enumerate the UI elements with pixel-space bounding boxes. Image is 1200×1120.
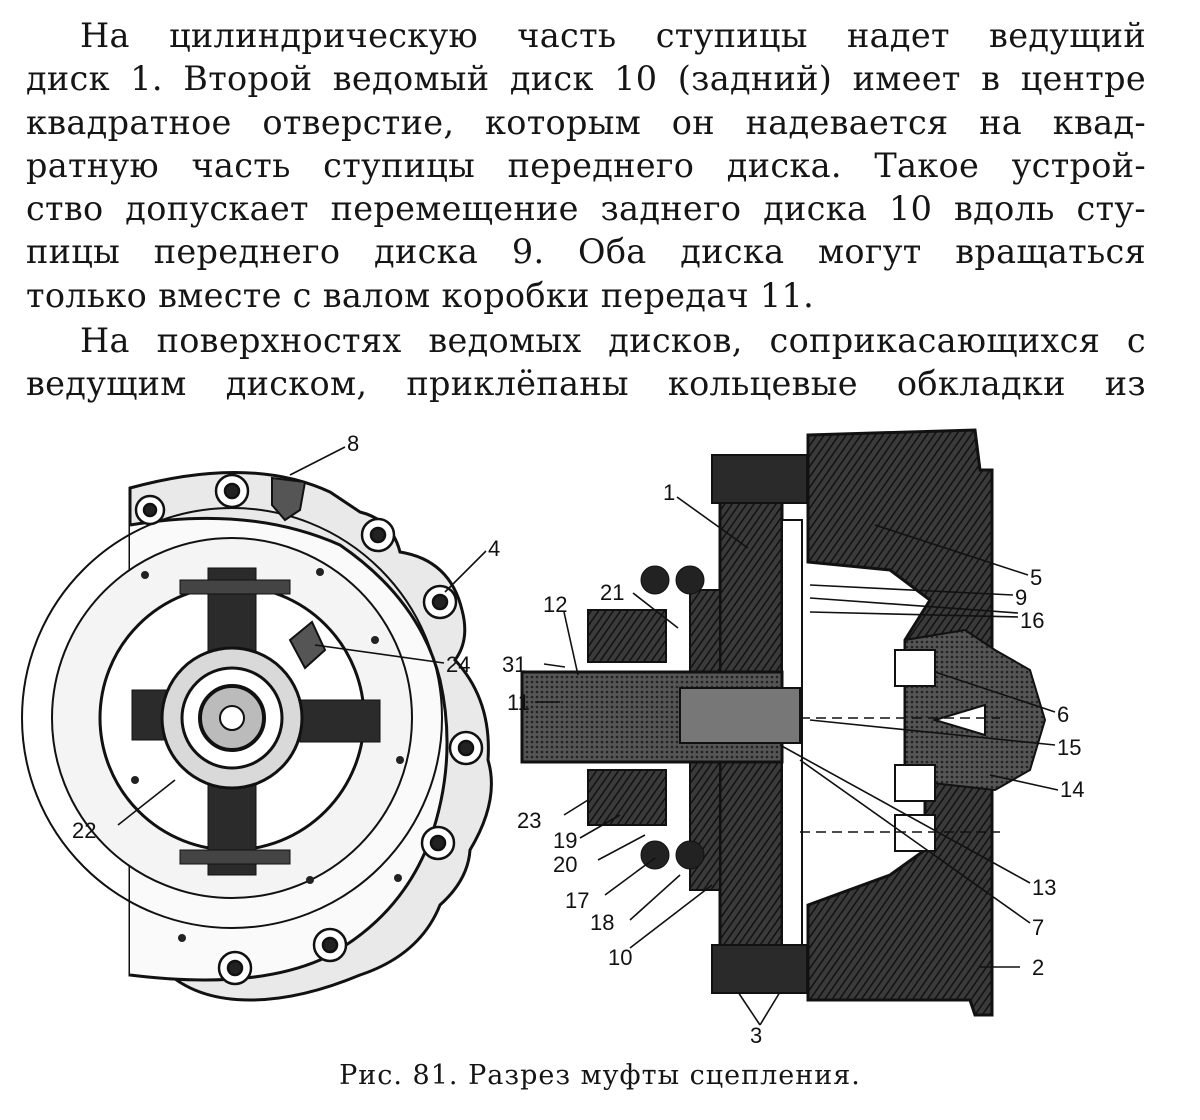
label-20: 20 (553, 852, 577, 877)
label-11: 11 (507, 690, 530, 715)
label-15: 15 (1057, 735, 1081, 760)
label-23: 23 (517, 808, 541, 833)
label-31: 31 (502, 652, 526, 677)
line: ведущим диском, приклёпаны кольцевые обк… (26, 364, 1146, 404)
mounting-bolts (134, 473, 484, 986)
line: На цилиндрическую часть ступицы надет ве… (80, 16, 1146, 55)
label-18: 18 (590, 910, 614, 935)
line: ратную часть ступицы переднего диска. Та… (26, 145, 1146, 185)
clutch-section-figure: 8 4 24 22 1 5 9 16 6 15 14 13 7 2 21 12 … (21, 428, 1084, 1048)
label-5: 5 (1030, 565, 1042, 590)
leader-lines (117, 446, 1059, 1026)
label-9: 9 (1015, 585, 1027, 610)
label-6: 6 (1057, 702, 1069, 727)
label-21: 21 (600, 580, 624, 605)
label-2: 2 (1032, 955, 1044, 980)
label-13: 13 (1032, 875, 1056, 900)
paragraph-1: На цилиндрическую часть ступицы надет ве… (26, 14, 1146, 317)
paragraph-2: На поверхностях ведомых дисков, соприкас… (26, 319, 1146, 406)
line: ство допускает перемещение заднего диска… (26, 189, 1146, 229)
label-17: 17 (565, 888, 589, 913)
label-24: 24 (446, 652, 470, 677)
cross-section-drawing (520, 428, 1047, 1017)
front-view-drawing (21, 470, 493, 1002)
label-8: 8 (347, 431, 359, 456)
figure-caption: Рис. 81. Разрез муфты сцепления. (339, 1060, 861, 1091)
label-19: 19 (553, 828, 577, 853)
label-22: 22 (72, 818, 96, 843)
line: пицы переднего диска 9. Оба диска могут … (26, 232, 1146, 272)
label-3: 3 (750, 1023, 762, 1048)
label-12: 12 (543, 592, 567, 617)
part-labels: 8 4 24 22 1 5 9 16 6 15 14 13 7 2 21 12 … (72, 431, 1084, 1048)
line: только вместе с валом коробки передач 11… (26, 275, 815, 315)
line: квадратное отверстие, которым он надевае… (26, 102, 1146, 142)
label-4: 4 (488, 536, 500, 561)
label-16: 16 (1020, 608, 1044, 633)
body-text: На цилиндрическую часть ступицы надет ве… (26, 14, 1146, 406)
label-1: 1 (663, 480, 675, 505)
label-10: 10 (608, 945, 632, 970)
line: диск 1. Второй ведомый диск 10 (задний) … (26, 59, 1146, 99)
label-14: 14 (1060, 777, 1084, 802)
line: На поверхностях ведомых дисков, соприкас… (80, 321, 1146, 361)
label-7: 7 (1032, 915, 1044, 940)
